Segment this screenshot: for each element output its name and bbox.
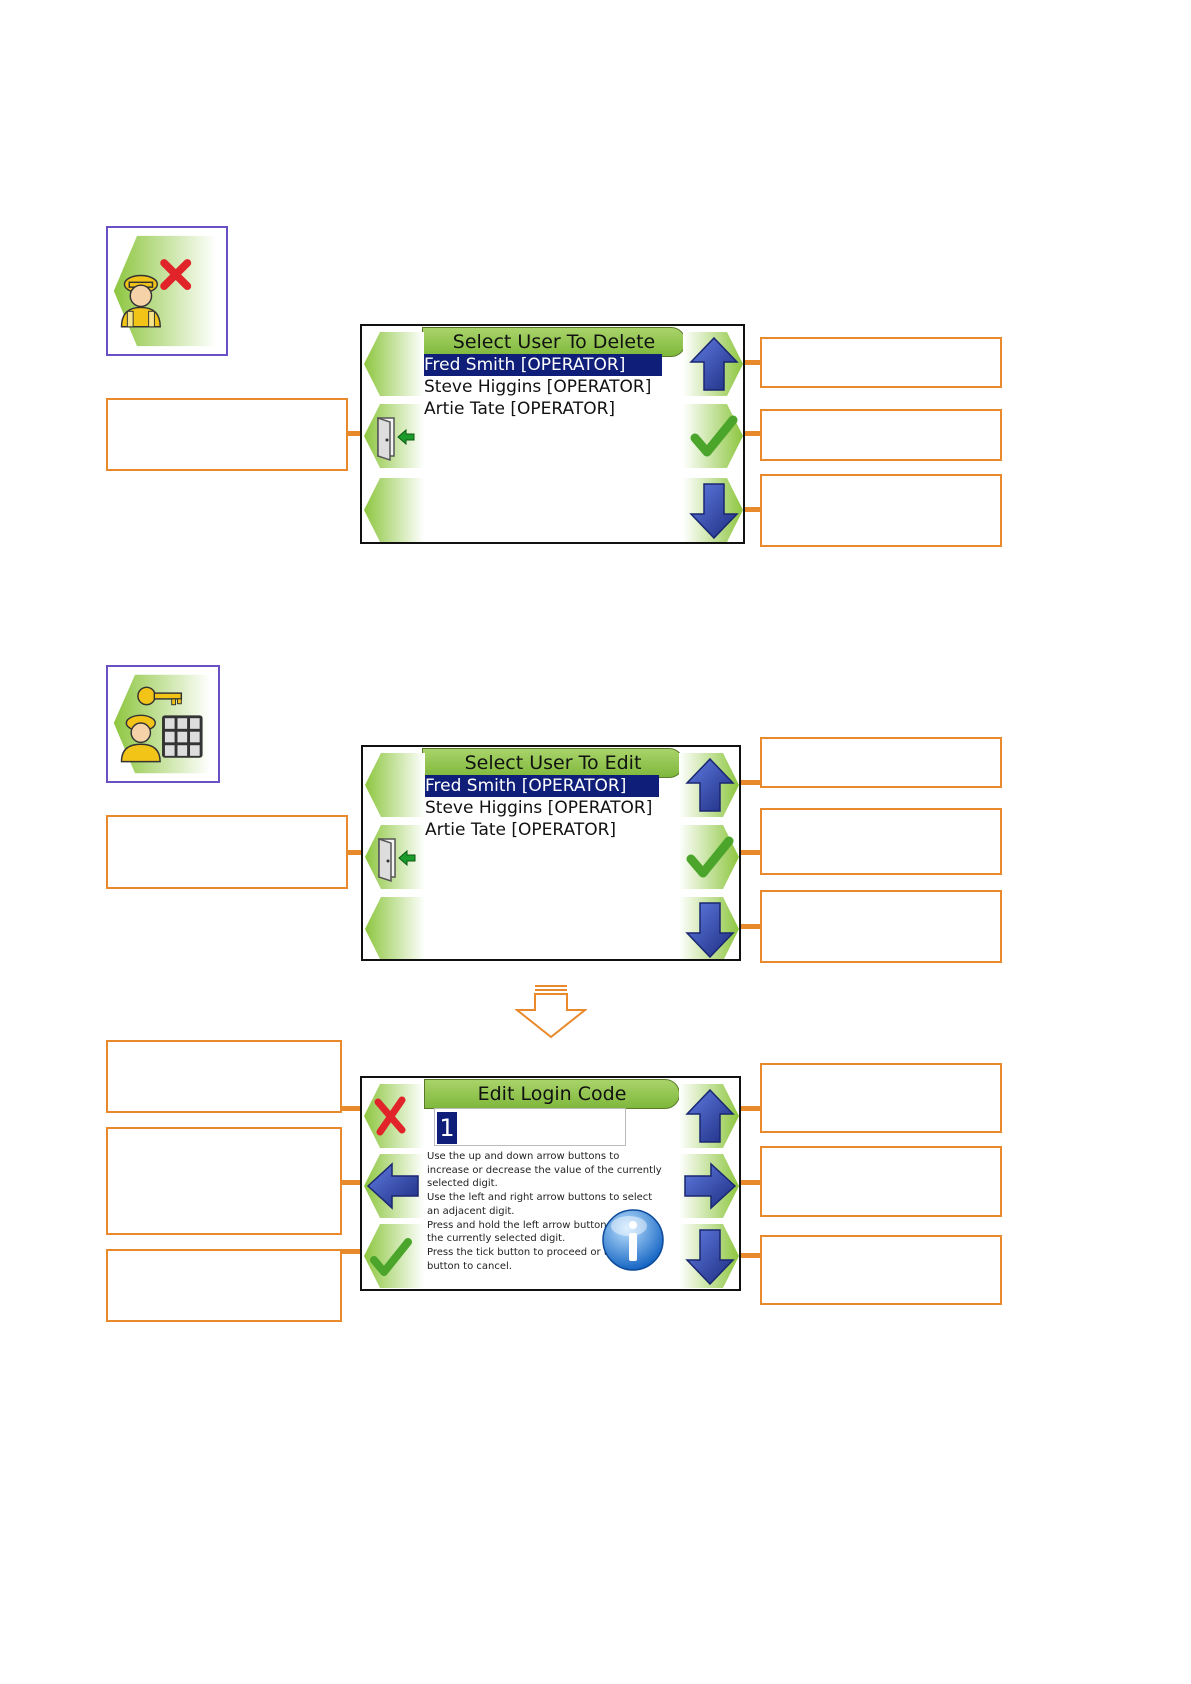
up-arrow-icon	[679, 1084, 739, 1148]
callout-down	[760, 474, 1002, 547]
delete-user-screen: Select User To Delete Fred Smith [OPERAT…	[360, 324, 745, 544]
edit-login-feature-icon	[106, 665, 220, 783]
down-button[interactable]	[679, 895, 739, 959]
left-bottom-blank-button[interactable]	[363, 895, 425, 959]
cancel-button[interactable]	[362, 1082, 424, 1150]
callout-left	[106, 1127, 342, 1235]
callout-connector	[744, 360, 760, 365]
right-arrow-icon	[679, 1154, 739, 1218]
edit-user-screen: Select User To Edit Fred Smith [OPERATOR…	[361, 745, 741, 961]
callout-cancel	[106, 1040, 342, 1113]
callout-confirm	[106, 1249, 342, 1322]
user-list: Fred Smith [OPERATOR] Steve Higgins [OPE…	[423, 775, 659, 841]
exit-button[interactable]	[363, 823, 425, 891]
checkmark-icon	[683, 404, 743, 468]
callout-connector	[342, 1106, 362, 1111]
left-bottom-blank-button[interactable]	[362, 476, 424, 542]
down-arrow-icon	[683, 478, 743, 542]
info-icon	[602, 1209, 664, 1271]
down-arrow-icon	[679, 897, 739, 959]
confirm-button[interactable]	[362, 1222, 424, 1289]
code-digit-selected[interactable]: 1	[437, 1112, 457, 1144]
callout-connector	[740, 1253, 760, 1258]
callout-down	[760, 890, 1002, 963]
down-arrow-outline-icon	[514, 985, 588, 1039]
list-item-user[interactable]: Artie Tate [OPERATOR]	[425, 820, 617, 840]
callout-connector	[342, 1249, 362, 1254]
operator-with-red-x-icon	[113, 235, 217, 347]
callout-connector	[740, 924, 760, 929]
checkmark-icon	[679, 825, 739, 889]
callout-connector	[342, 1180, 362, 1185]
down-arrow-icon	[679, 1224, 739, 1288]
callout-up	[760, 1063, 1002, 1133]
right-button[interactable]	[679, 1152, 739, 1220]
list-item-user[interactable]: Steve Higgins [OPERATOR]	[425, 798, 653, 818]
up-button[interactable]	[679, 1082, 739, 1150]
instruction-line: Press the tick button to proceed or the …	[427, 1246, 650, 1272]
callout-confirm	[760, 409, 1002, 461]
instruction-line: Use the up and down arrow buttons to inc…	[427, 1151, 662, 1190]
list-item-user[interactable]: Steve Higgins [OPERATOR]	[424, 377, 652, 397]
callout-right	[760, 1146, 1002, 1217]
login-code-input[interactable]: 1	[434, 1108, 626, 1146]
callout-connector	[740, 850, 760, 855]
exit-button[interactable]	[362, 402, 424, 470]
up-arrow-icon	[683, 332, 743, 396]
exit-door-icon	[365, 825, 425, 889]
instructions-text: Use the up and down arrow buttons to inc…	[427, 1150, 663, 1273]
left-top-blank-button[interactable]	[363, 751, 425, 819]
confirm-button[interactable]	[679, 823, 739, 891]
callout-up	[760, 737, 1002, 788]
callout-connector	[740, 1180, 760, 1185]
callout-connector	[744, 507, 760, 512]
up-arrow-icon	[679, 753, 739, 817]
left-top-blank-button[interactable]	[362, 330, 424, 398]
up-button[interactable]	[679, 751, 739, 819]
confirm-button[interactable]	[683, 402, 743, 470]
user-list: Fred Smith [OPERATOR] Steve Higgins [OPE…	[422, 354, 662, 420]
down-button[interactable]	[683, 476, 743, 542]
callout-up	[760, 337, 1002, 388]
callout-connector	[740, 780, 760, 785]
up-button[interactable]	[683, 330, 743, 398]
screen-title: Select User To Edit	[422, 748, 684, 778]
cross-icon	[364, 1084, 424, 1148]
flow-down-arrow	[514, 984, 588, 1040]
callout-connector	[348, 431, 362, 436]
callout-exit	[106, 815, 348, 889]
info-button[interactable]	[601, 1208, 665, 1272]
list-item-user[interactable]: Artie Tate [OPERATOR]	[424, 399, 616, 419]
down-button[interactable]	[679, 1222, 739, 1289]
instruction-line: Press and hold the left arrow button to …	[427, 1219, 655, 1245]
list-item-user-selected[interactable]: Fred Smith [OPERATOR]	[422, 354, 662, 376]
exit-door-icon	[364, 404, 424, 468]
callout-connector	[744, 431, 760, 436]
screen-title: Edit Login Code	[424, 1079, 680, 1109]
edit-login-code-screen: Edit Login Code 1 Use the up and down ar…	[360, 1076, 741, 1291]
left-arrow-icon	[364, 1154, 424, 1218]
checkmark-icon	[364, 1224, 424, 1288]
callout-connector	[740, 1106, 760, 1111]
callout-down	[760, 1235, 1002, 1305]
list-item-user-selected[interactable]: Fred Smith [OPERATOR]	[423, 775, 659, 797]
instruction-line: Use the left and right arrow buttons to …	[427, 1192, 653, 1217]
callout-confirm	[760, 808, 1002, 875]
callout-connector	[348, 850, 362, 855]
operator-with-key-and-keypad-icon	[113, 674, 211, 774]
screen-title: Select User To Delete	[422, 327, 686, 357]
delete-user-feature-icon	[106, 226, 228, 356]
left-button[interactable]	[362, 1152, 424, 1220]
callout-exit	[106, 398, 348, 471]
